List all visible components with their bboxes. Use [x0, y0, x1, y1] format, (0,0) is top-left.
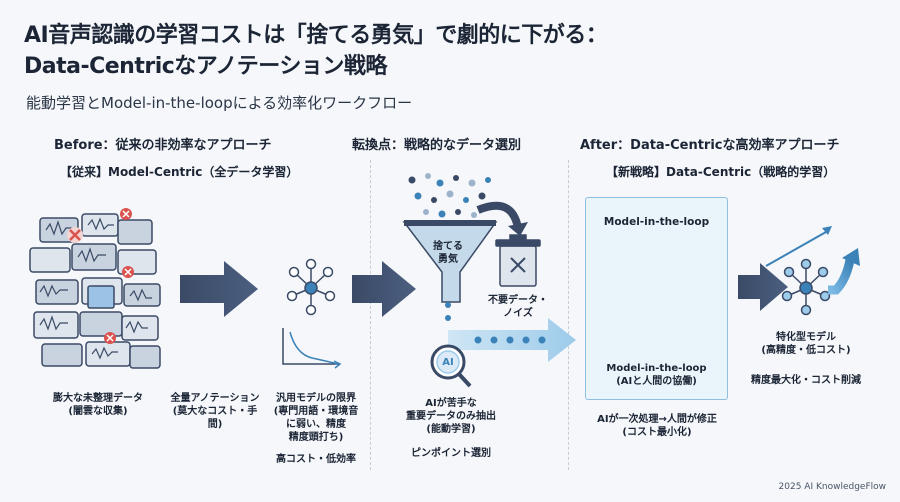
- funnel-text: 捨てる 勇気: [433, 241, 463, 265]
- panel-caption: Model-in-the-loop (AIと人間の協働): [606, 363, 707, 387]
- error-x-icon: [67, 227, 83, 243]
- flow-arrow-1: [180, 261, 258, 317]
- after-heading: After：Data-Centricな高効率アプローチ: [580, 138, 840, 153]
- footer-credit: 2025 AI KnowledgeFlow: [778, 482, 886, 492]
- ai-magnifier-icon: [430, 344, 472, 388]
- label-full-annotation: 全量アノテーション (莫大なコスト・手 間): [170, 393, 260, 430]
- label-unorganized-data: 膨大な未整理データ (闇雲な収集): [53, 393, 143, 417]
- before-subheading: 【従来】Model-Centric（全データ学習）: [60, 165, 299, 179]
- model-in-the-loop-panel: [585, 197, 728, 400]
- performance-plateau-graph: [282, 328, 342, 369]
- title-line-2: Data-Centricなアノテーション戦略: [24, 54, 387, 79]
- label-ai-human-process: AIが一次処理→人間が修正 (コスト最小化): [597, 414, 717, 438]
- error-x-icon: [120, 208, 132, 220]
- label-accuracy-cost: 精度最大化・コスト削減: [751, 375, 861, 386]
- title-line-1: AI音声認識の学習コストは「捨てる勇気」で劇的に下がる：: [24, 23, 608, 48]
- turning-heading: 転換点：戦略的なデータ選別: [352, 138, 522, 153]
- label-active-learning: AIが苦手な 重要データのみ抽出 (能動学習): [406, 398, 496, 435]
- generic-model-network-icon: [286, 258, 336, 316]
- data-dots: [408, 173, 491, 218]
- error-x-icon: [104, 332, 116, 344]
- label-discard-noise: 不要データ・ ノイズ: [488, 295, 548, 319]
- panel-title: Model-in-the-loop: [603, 216, 710, 228]
- label-pinpoint: ピンポイント選別: [411, 448, 491, 459]
- before-heading: Before：従来の非効率なアプローチ: [54, 138, 272, 153]
- growth-arrow-large: [828, 259, 855, 295]
- label-generic-model-limit: 汎用モデルの限界 (専門用語・環境音 に弱い、精度 精度頭打ち): [273, 393, 359, 443]
- flow-arrow-3: [738, 263, 788, 311]
- label-specialized-model: 特化型モデル (高精度・低コスト): [761, 332, 851, 356]
- label-high-cost: 高コスト・低効率: [276, 454, 356, 465]
- unorganized-data-pile: [29, 208, 161, 369]
- page-title: AI音声認識の学習コストは「捨てる勇気」で劇的に下がる： Data-Centri…: [24, 20, 608, 82]
- growth-arrow-small: [765, 231, 827, 267]
- trash-can-icon: [495, 234, 541, 287]
- error-x-icon: [122, 266, 134, 278]
- divider-right: [568, 160, 569, 470]
- flow-arrow-2: [352, 261, 416, 317]
- ai-badge: AI: [442, 357, 454, 368]
- after-subheading: 【新戦略】Data-Centric（戦略的学習）: [606, 165, 836, 179]
- specialized-model-network-icon: [781, 258, 831, 316]
- page-subtitle: 能動学習とModel-in-the-loopによる効率化ワークフロー: [26, 94, 413, 112]
- discard-arrow: [476, 201, 522, 229]
- divider-left: [370, 160, 371, 470]
